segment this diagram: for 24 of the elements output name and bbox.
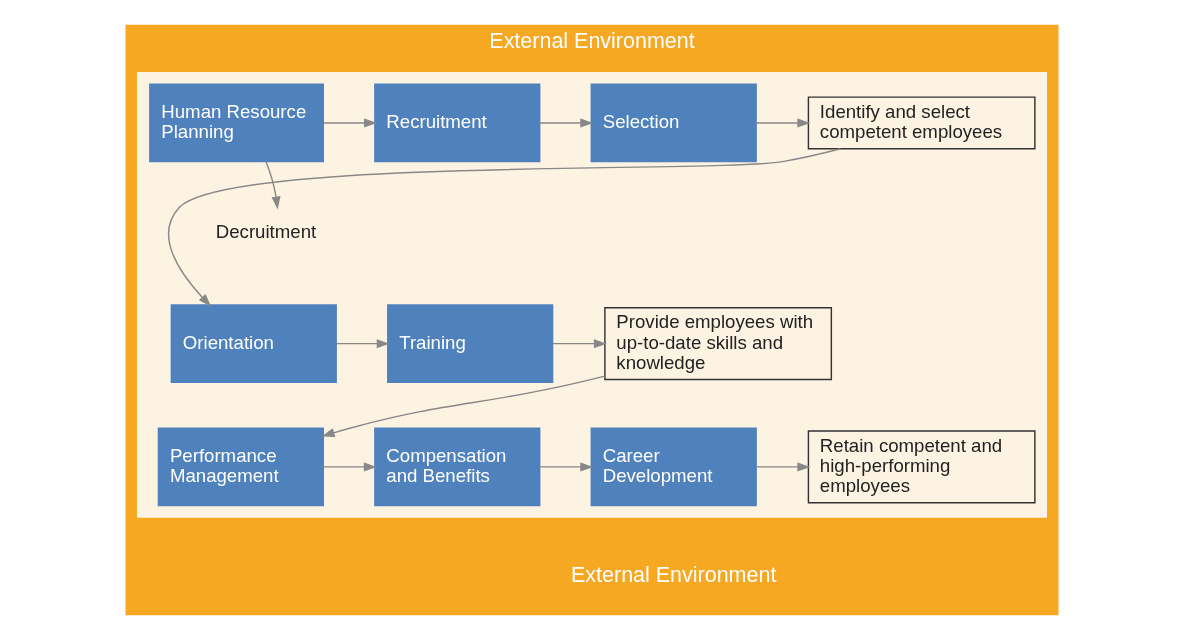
arrow: [167, 148, 841, 307]
arrow: [321, 375, 606, 437]
arrow: [334, 339, 390, 349]
node-box: Human Resource Planning: [148, 83, 324, 163]
arrow: [755, 118, 810, 128]
cluster: [136, 72, 1047, 518]
node-box: Training: [386, 304, 553, 384]
arrow: [551, 339, 607, 349]
arrow: [538, 462, 593, 472]
node-box: Performance Management: [157, 427, 324, 507]
arrow: [264, 161, 280, 210]
node-box: Career Development: [590, 427, 757, 507]
arrow: [322, 462, 377, 472]
node-box: Retain competent and high-performing employees: [807, 430, 1036, 504]
arrow: [755, 462, 810, 472]
arrow: [322, 118, 377, 128]
node-box: Compensation and Benefits: [373, 427, 540, 507]
node-box: Recruitment: [373, 83, 540, 163]
node-text: Decruitment: [215, 221, 316, 243]
node-box: Provide employees with up-to-date skills and knowledge: [603, 307, 832, 381]
arrow: [538, 118, 593, 128]
node-box: Identify and select competent employees: [807, 96, 1036, 150]
node-box: Orientation: [170, 304, 337, 384]
node-box: Selection: [590, 83, 757, 163]
